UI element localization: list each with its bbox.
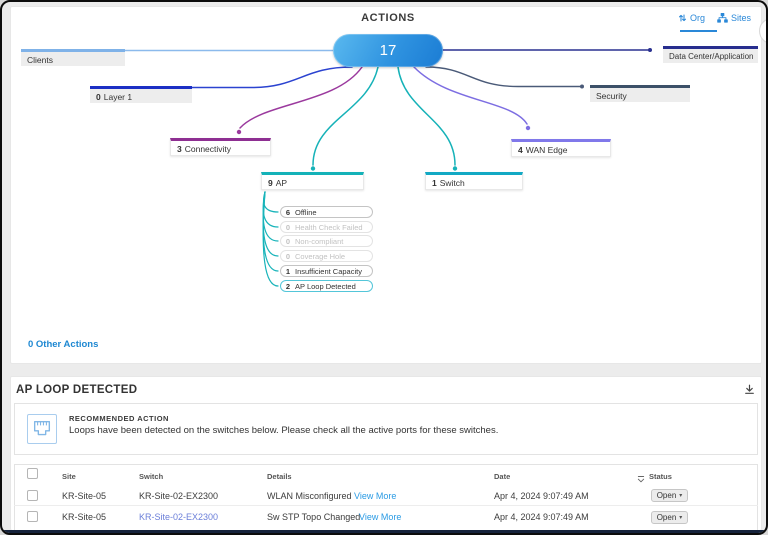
recommended-action-panel [14, 403, 758, 455]
count: 0 [285, 222, 291, 232]
dropdown-caret-icon: ▾ [679, 515, 683, 521]
row-divider [14, 505, 758, 506]
recommended-action-label: RECOMMENDED ACTION [69, 414, 169, 423]
ap-action-non-compliant[interactable]: 0 Non-compliant [280, 235, 373, 247]
count: 0 [285, 251, 291, 261]
label: Coverage Hole [295, 251, 346, 261]
page-title: ACTIONS [361, 12, 415, 24]
node-ap-count: 9 [268, 178, 273, 188]
count: 1 [285, 266, 291, 276]
other-actions-link[interactable]: 0 Other Actions [28, 339, 99, 350]
row2-status-dropdown[interactable]: Open▾ [651, 511, 688, 524]
row1-view-more-link[interactable]: View More [354, 491, 397, 501]
tab-sites-label: Sites [731, 13, 752, 23]
count: 6 [285, 207, 291, 217]
node-ap-label: AP [275, 178, 288, 188]
column-header-date[interactable]: Date [494, 472, 511, 481]
recommended-action-text: Loops have been detected on the switches… [69, 425, 499, 436]
node-switch-label: Switch [439, 178, 465, 188]
node-data-center-application[interactable]: Data Center/Application [663, 46, 758, 63]
ap-action-health-check-failed[interactable]: 0 Health Check Failed [280, 221, 373, 233]
ap-action-coverage-hole[interactable]: 0 Coverage Hole [280, 250, 373, 262]
view-toggle: Org Sites [678, 13, 751, 23]
row2-date: Apr 4, 2024 9:07:49 AM [494, 512, 589, 522]
node-clients[interactable]: Clients [21, 49, 125, 66]
row2-checkbox[interactable] [27, 511, 38, 522]
node-data-center-label: Data Center/Application [669, 52, 754, 61]
dropdown-caret-icon: ▾ [679, 493, 683, 499]
column-header-site[interactable]: Site [62, 472, 76, 481]
row2-details: Sw STP Topo Changed [267, 512, 361, 522]
node-wan-edge-count: 4 [518, 145, 523, 155]
sites-icon [717, 13, 728, 23]
node-layer1-label: Layer 1 [103, 92, 133, 102]
row2-site: KR-Site-05 [62, 512, 107, 522]
node-connectivity-label: Connectivity [184, 144, 232, 154]
row1-site: KR-Site-05 [62, 491, 107, 501]
actions-table [14, 464, 758, 530]
org-tab-active-underline [680, 30, 717, 32]
node-security[interactable]: Security [590, 85, 690, 102]
row1-status-value: Open [656, 491, 677, 500]
detail-section-title: AP LOOP DETECTED [16, 384, 138, 396]
tab-org[interactable]: Org [678, 13, 705, 23]
actions-total-node[interactable]: 17 [333, 34, 443, 67]
tab-org-label: Org [690, 13, 706, 23]
row1-checkbox[interactable] [27, 490, 38, 501]
count: 0 [285, 236, 291, 246]
actions-total-count: 17 [379, 42, 397, 59]
node-security-label: Security [596, 91, 627, 101]
row1-status-dropdown[interactable]: Open▾ [651, 489, 688, 502]
footer-bar [2, 530, 766, 533]
tab-sites[interactable]: Sites [717, 13, 751, 23]
org-icon [678, 14, 687, 22]
row1-details: WLAN Misconfigured [267, 491, 352, 501]
label: Insufficient Capacity [295, 266, 362, 276]
node-layer1-count: 0 [96, 92, 101, 102]
label: AP Loop Detected [295, 281, 356, 291]
row2-status-value: Open [656, 513, 677, 522]
row1-date: Apr 4, 2024 9:07:49 AM [494, 491, 589, 501]
node-clients-label: Clients [27, 55, 53, 65]
label: Health Check Failed [295, 222, 363, 232]
label: Offline [295, 207, 317, 217]
download-icon[interactable] [743, 383, 757, 397]
select-all-checkbox[interactable] [27, 468, 38, 479]
column-header-details[interactable]: Details [267, 472, 292, 481]
node-wan-edge-label: WAN Edge [525, 145, 568, 155]
column-header-status[interactable]: Status [649, 472, 672, 481]
node-connectivity-count: 3 [177, 144, 182, 154]
ap-action-offline[interactable]: 6 Offline [280, 206, 373, 218]
collapse-columns-icon[interactable] [637, 471, 645, 489]
row2-view-more-link[interactable]: View More [359, 512, 402, 522]
row2-switch-link[interactable]: KR-Site-02-EX2300 [139, 512, 219, 522]
label: Non-compliant [295, 236, 344, 246]
ap-action-insufficient-capacity[interactable]: 1 Insufficient Capacity [280, 265, 373, 277]
count: 2 [285, 281, 291, 291]
ethernet-port-icon [27, 414, 57, 444]
node-switch-count: 1 [432, 178, 437, 188]
row1-switch: KR-Site-02-EX2300 [139, 491, 219, 501]
ap-action-ap-loop-detected[interactable]: 2 AP Loop Detected [280, 280, 373, 292]
column-header-switch[interactable]: Switch [139, 472, 164, 481]
